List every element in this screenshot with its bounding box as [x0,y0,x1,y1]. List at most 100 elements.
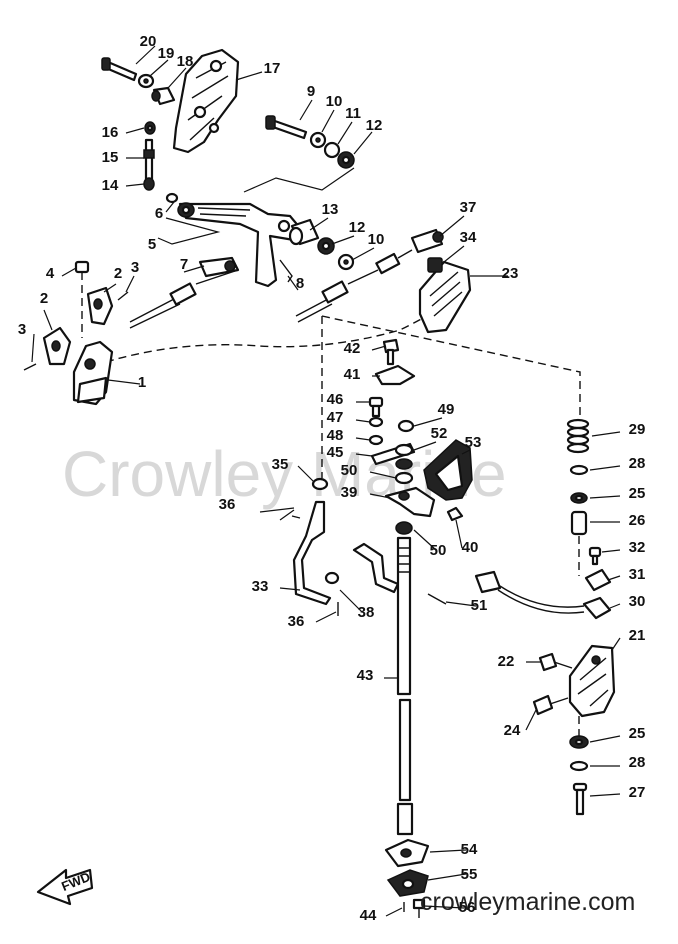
clamp-2-upper [86,286,114,326]
shift-cable [295,249,413,323]
cam-follower-53 [423,439,473,501]
bolt-24 [532,694,569,716]
spring-29 [566,418,590,454]
bolt-32 [588,546,602,566]
link-16-15-14 [143,121,156,191]
callout-35: 35 [272,456,289,473]
callout-7: 7 [180,256,188,273]
callout-30: 30 [629,593,646,610]
callout-43: 43 [357,667,374,684]
callout-25: 25 [629,725,646,742]
callout-52: 52 [431,425,448,442]
bushing-13 [288,218,320,246]
callout-37: 37 [460,199,477,216]
callout-20: 20 [140,33,157,50]
callout-46: 46 [327,391,344,408]
callout-12: 12 [349,219,366,236]
callout-41: 41 [344,366,361,383]
washer-38 [324,571,340,585]
plate-41 [374,364,416,386]
callout-3: 3 [131,259,139,276]
callout-13: 13 [322,201,339,218]
collar-18 [151,86,176,106]
callout-54: 54 [461,841,478,858]
callout-15: 15 [102,149,119,166]
washer-47 [368,416,384,428]
callout-38: 38 [358,604,375,621]
callout-5: 5 [148,236,156,253]
bushing-34 [427,257,443,273]
callout-39: 39 [341,484,358,501]
washers-52-50 [394,443,414,485]
callout-26: 26 [629,512,646,529]
callout-44: 44 [360,907,377,924]
callout-36: 36 [219,496,236,513]
bushing-26 [570,510,588,536]
callout-1: 1 [138,374,146,391]
shaft-43 [396,536,414,836]
callout-50: 50 [430,542,447,559]
washer-6 [165,192,179,204]
washer-25-upper [570,492,588,504]
callout-11: 11 [345,105,361,122]
bolt-27 [572,782,588,816]
leader-lines [31,45,621,917]
callout-12: 12 [366,117,383,134]
fwd-arrow-icon: FWD [36,868,94,906]
washer-28-lower [569,760,589,772]
bolt-9 [265,115,308,140]
bracket-1 [72,340,114,406]
screw-3 [23,291,129,371]
link-33 [292,500,332,606]
callout-25: 25 [629,485,646,502]
bolt-42 [382,338,400,366]
washer-49 [397,419,415,433]
callout-56: 56 [459,899,476,916]
cable-joint-7 [198,256,240,278]
washer-19 [137,73,155,89]
callout-27: 27 [629,784,646,801]
callout-22: 22 [498,653,515,670]
callout-14: 14 [102,177,119,194]
callout-17: 17 [264,60,281,77]
pin-36-upper [259,507,301,521]
callout-29: 29 [629,421,646,438]
pin-8 [279,259,293,283]
clamp-2-lower [42,326,72,366]
washer-10-lower [337,253,355,271]
washer-25-lower [569,735,589,749]
callout-24: 24 [504,722,521,739]
bushing-12-lower [317,237,335,255]
callout-49: 49 [438,401,455,418]
callout-21: 21 [629,627,646,644]
screws-44-56 [403,898,426,918]
callout-23: 23 [502,265,519,282]
bushing-55 [386,869,429,897]
callout-4: 4 [46,265,55,282]
bracket-17 [172,48,240,154]
bushing-12-upper [337,151,355,169]
washer-28-upper [569,464,589,476]
callout-19: 19 [158,45,175,62]
callout-10: 10 [326,93,343,110]
callout-53: 53 [465,434,482,451]
callout-50: 50 [341,462,358,479]
arm-bracket [352,542,400,594]
callout-6: 6 [155,205,163,222]
callout-2: 2 [40,290,48,307]
callout-2: 2 [114,265,122,282]
washer-10-upper [309,131,327,149]
washer-11 [323,141,341,159]
callout-28: 28 [629,754,646,771]
callout-10: 10 [368,231,385,248]
callout-28: 28 [629,455,646,472]
washer-35 [311,477,329,491]
cam-23 [418,260,472,334]
callout-3: 3 [18,321,26,338]
bracket-21 [568,644,616,718]
switch-30 [474,570,612,620]
callout-45: 45 [327,444,344,461]
site-url: crowleymarine.com [420,888,635,916]
